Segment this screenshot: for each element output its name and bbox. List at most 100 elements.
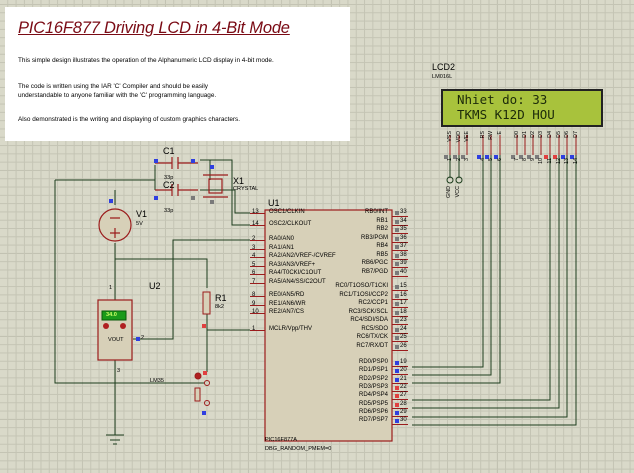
- pin-number: 5: [252, 262, 256, 268]
- lcd-pin-name: D4: [547, 131, 553, 138]
- lcd-pin-name: D7: [573, 131, 579, 138]
- pin-number: 29: [400, 408, 407, 415]
- pin-line: [250, 213, 265, 214]
- lcd-pin-state: [494, 155, 498, 159]
- pin-number: 25: [400, 334, 407, 340]
- pin-state: [395, 253, 399, 258]
- r1-ref: R1: [215, 293, 227, 303]
- description-note: PIC16F877 Driving LCD in 4-Bit Mode This…: [5, 7, 350, 141]
- pin-line: [392, 382, 408, 384]
- pin-number: 20: [400, 367, 407, 374]
- pin-line: [392, 349, 408, 351]
- sensor-display: [101, 310, 127, 321]
- lcd-pin-stubs: [449, 135, 577, 155]
- gnd-label: GND: [446, 186, 452, 198]
- pic-u1-body: [264, 209, 393, 442]
- pin-number: 3: [252, 245, 256, 251]
- pin-name: RE1/AN6/WR: [269, 301, 306, 307]
- pin-number: 1: [252, 326, 256, 332]
- pin-number: 9: [252, 301, 256, 307]
- pin-line: [250, 266, 265, 267]
- pin-name: RE0/AN5/RD: [269, 292, 305, 298]
- vcc-label: VCC: [455, 186, 461, 198]
- pin-states: [109, 159, 214, 415]
- lcd-pin-state: [461, 155, 465, 159]
- lcd-pin-state: [477, 155, 481, 159]
- pin-line: [392, 250, 408, 251]
- pin-name: RD1/PSP1: [358, 367, 388, 374]
- pin-state: [395, 344, 399, 349]
- sensor-display-value: 34.0: [106, 312, 117, 318]
- lcd-pin-state: [544, 155, 548, 159]
- pin-state: [395, 410, 399, 415]
- pin-number: 30: [400, 417, 407, 424]
- lcd-pin-state: [561, 155, 565, 159]
- pin-number: 16: [400, 291, 407, 298]
- pin-state: [395, 245, 399, 249]
- sensor-increment-button: [120, 323, 126, 329]
- lcd-pin-number: 3: [464, 158, 470, 161]
- lcd-pin-name: D6: [564, 131, 570, 138]
- lcd-part: LM016L: [432, 74, 453, 80]
- pin-number: 23: [400, 317, 407, 323]
- pin-number: 15: [400, 283, 407, 289]
- pin-name: RB2: [376, 226, 388, 232]
- lcd-line-1: Nhiet do: 33: [457, 92, 548, 107]
- lcd-pin-number: 14: [573, 158, 579, 164]
- lcd-pin-number: 6: [497, 158, 503, 161]
- lcd-pin-name: D0: [514, 131, 520, 138]
- pin-line: [392, 424, 408, 426]
- pin-state: [395, 285, 399, 289]
- pin-name: RC5/SDO: [361, 325, 388, 332]
- pin-line: [392, 267, 408, 268]
- lcd-pin-state: [570, 155, 574, 159]
- lcd-line-2: TKMS K12D HOU: [457, 107, 555, 122]
- pin-name: RD4/PSP4: [358, 392, 388, 399]
- lcd-pin-name: E: [497, 131, 503, 135]
- pin-name: RD3/PSP3: [358, 383, 388, 390]
- pin-number: 17: [400, 300, 407, 306]
- pin-line: [392, 290, 408, 291]
- ground-symbol: [106, 434, 124, 445]
- pin-name: RC3/SCK/SCL: [348, 308, 388, 315]
- pin-line: [392, 315, 408, 317]
- pin-line: [392, 233, 408, 234]
- pin-name: RD6/PSP6: [358, 408, 388, 415]
- pin-number: 28: [400, 400, 407, 407]
- pin-line: [392, 374, 408, 376]
- pin-name: RB1: [376, 217, 388, 224]
- pin-number: 8: [252, 292, 256, 298]
- pin-line: [392, 390, 408, 392]
- pin-number: 4: [252, 253, 256, 259]
- push-button-switch: [194, 372, 210, 406]
- lcd-pin-state: [485, 155, 489, 159]
- pin-state: [395, 262, 399, 266]
- lcd-pin-name: D5: [556, 131, 562, 138]
- pin-line: [250, 249, 265, 250]
- pin-number: 33: [400, 209, 407, 215]
- pin-number: 24: [400, 325, 407, 332]
- pin-name: RA2/AN2/VREF-/CVREF: [269, 253, 336, 259]
- wire: [54, 180, 205, 384]
- lcd-pin-state: [535, 155, 539, 159]
- pin-state: [395, 319, 399, 323]
- u2-vout-label: VOUT: [108, 337, 124, 343]
- pin-name: RA1/AN1: [269, 245, 295, 251]
- lcd-pin-name: RS: [480, 131, 486, 139]
- pin-state: [395, 219, 399, 224]
- pin-number: 34: [400, 217, 407, 224]
- wire: [231, 205, 250, 226]
- pin-name: RD0/PSP0: [358, 359, 388, 365]
- note-paragraph: This simple design illustrates the opera…: [18, 57, 274, 64]
- lcd-pin-name: D3: [538, 131, 544, 138]
- pin-number: 38: [400, 251, 407, 258]
- lcd-pin-state: [519, 155, 523, 159]
- voltage-source-v1: [98, 208, 132, 242]
- pin-line: [392, 399, 408, 401]
- pin-line: [250, 330, 265, 331]
- v1-ref: V1: [136, 209, 148, 219]
- pin-line: [392, 332, 408, 334]
- x1-value: CRYSTAL: [233, 186, 259, 192]
- wire: [115, 258, 208, 288]
